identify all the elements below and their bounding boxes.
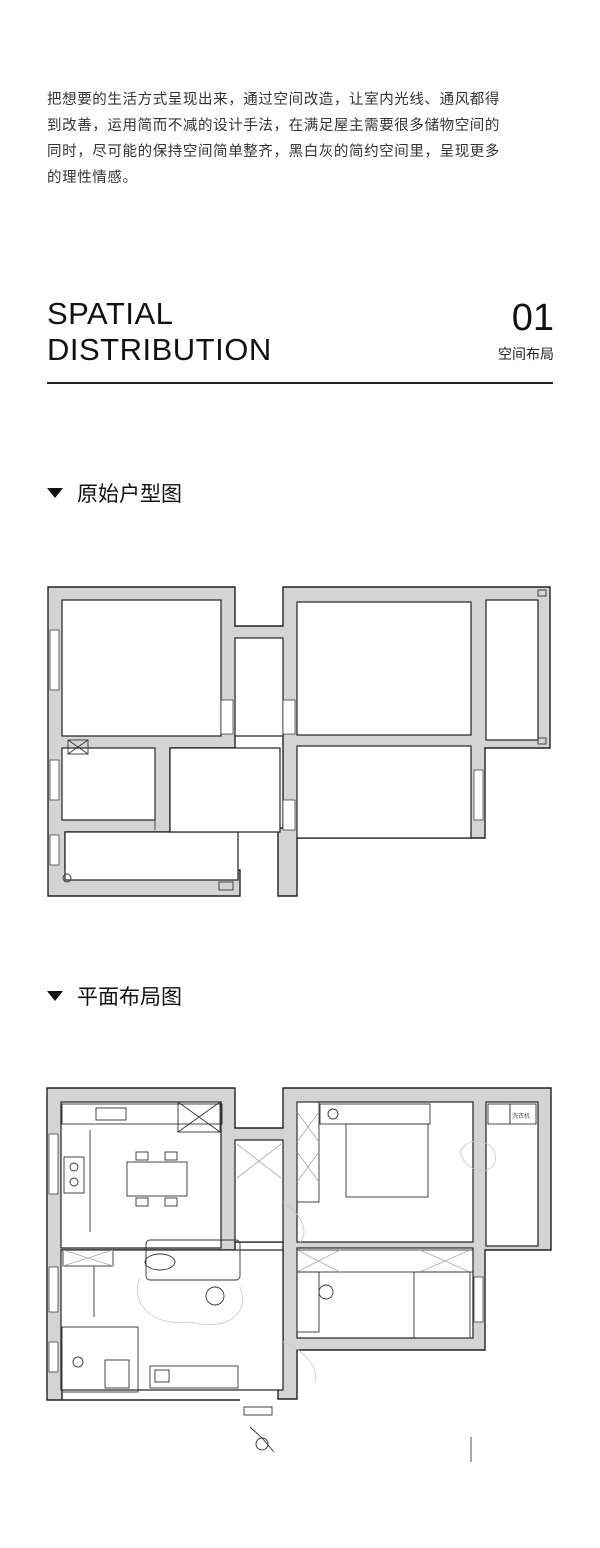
room-center-open (169, 747, 281, 833)
master-bedroom (296, 1101, 474, 1243)
triangle-down-icon (47, 991, 63, 1001)
room-corridor (234, 637, 284, 737)
second-bed (413, 1271, 471, 1339)
entrance-mat (243, 1406, 273, 1416)
second-bedroom (296, 1247, 474, 1339)
kitchen-counter (61, 1103, 223, 1125)
sofa (145, 1239, 241, 1281)
original-floor-plan (47, 586, 551, 897)
window (473, 1276, 484, 1323)
section-title-en: SPATIAL DISTRIBUTION (47, 296, 272, 368)
section-divider (47, 382, 553, 384)
door-opening (220, 699, 234, 735)
section-title-line2: DISTRIBUTION (47, 332, 272, 367)
living-room (60, 1249, 284, 1391)
fixture-box (67, 739, 89, 755)
stove-icon (95, 1107, 127, 1121)
corridor-storage (234, 1139, 284, 1243)
room-bedroom-lower (296, 745, 472, 839)
washer-label: 洗衣机 (512, 1112, 530, 1120)
section-title-cn: 空间布局 (498, 347, 554, 363)
triangle-down-icon (47, 488, 63, 498)
intro-paragraph: 把想要的生活方式呈现出来，通过空间改造，让室内光线、通风都得 到改善，运用简而不… (47, 87, 557, 191)
window (49, 834, 60, 866)
laundry-counter (149, 1365, 239, 1389)
round-stool (205, 1286, 225, 1306)
room-bedroom-right (296, 601, 472, 736)
door-opening (282, 699, 296, 735)
dining-table (126, 1161, 188, 1197)
person-sofa-icon (144, 1253, 176, 1271)
rug-bedroom (459, 1140, 496, 1172)
intro-line: 把想要的生活方式呈现出来，通过空间改造，让室内光线、通风都得 (47, 92, 500, 108)
floor-layout-plan: 洗衣机 (46, 1087, 552, 1462)
section-title-line1: SPATIAL (47, 296, 174, 331)
room-balcony (485, 599, 539, 741)
sink-icon (63, 1156, 85, 1194)
window (48, 1266, 59, 1313)
bathroom (61, 1326, 139, 1393)
original-plan-heading: 原始户型图 (47, 478, 182, 508)
basin-icon (104, 1359, 130, 1389)
dining-area (60, 1101, 222, 1249)
fridge (177, 1101, 221, 1133)
window (49, 759, 60, 801)
floor-drain-icon (62, 873, 72, 883)
window (48, 1341, 59, 1373)
master-bed (345, 1123, 429, 1198)
floor-plan-heading-text: 平面布局图 (77, 985, 182, 1009)
room-bottom-strip (64, 831, 239, 881)
intro-line: 的理性情感。 (47, 170, 138, 186)
second-bedroom-cabinets (296, 1249, 474, 1273)
original-plan-heading-text: 原始户型图 (77, 482, 182, 506)
window (48, 1133, 59, 1195)
window (49, 629, 60, 691)
floor-plan-heading: 平面布局图 (47, 981, 182, 1011)
window (473, 769, 484, 821)
door-opening (282, 799, 296, 831)
section-number: 01 (511, 297, 554, 339)
person-entrance-icon (255, 1437, 269, 1451)
desk (296, 1271, 320, 1333)
toilet-icon (72, 1356, 84, 1368)
room-small-left (61, 747, 156, 821)
rug-outline (137, 1276, 243, 1325)
balcony (485, 1101, 539, 1247)
intro-line: 同时，尽可能的保持空间简单整齐，黑白灰的简约空间里，呈现更多 (47, 144, 500, 160)
intro-line: 到改善，运用简而不减的设计手法，在满足屋主需要很多储物空间的 (47, 118, 500, 134)
desk-chair (318, 1284, 334, 1300)
room-bedroom-left (61, 599, 222, 737)
